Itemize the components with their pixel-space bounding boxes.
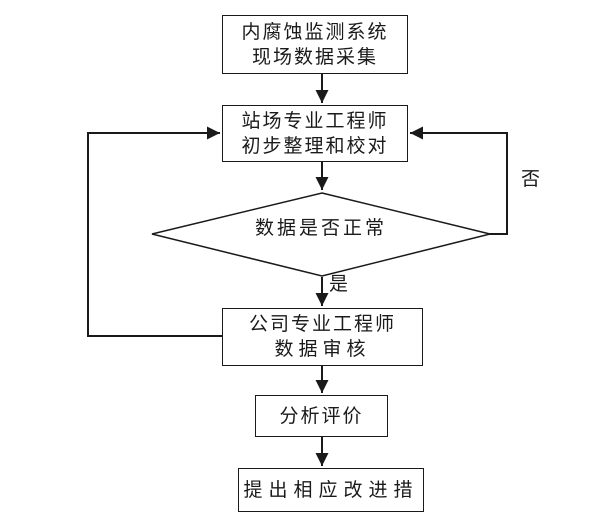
node-text-line: 站场专业工程师 (241, 110, 389, 132)
node-analysis-evaluation: 分析评价 (255, 395, 388, 437)
node-field-data-collection: 内腐蚀监测系统 现场数据采集 (222, 15, 408, 74)
edge-label-yes: 是 (329, 274, 349, 295)
node-company-engineer-audit: 公司专业工程师 数据审核 (222, 308, 423, 366)
node-text-line: 初步整理和校对 (241, 135, 389, 157)
node-improvement-measures: 提出相应改进措 (238, 468, 424, 512)
node-text-line: 现场数据采集 (251, 46, 378, 68)
node-text-line: 提出相应改进措 (243, 479, 419, 501)
node-text-line: 分析评价 (279, 405, 364, 427)
node-text-line: 内腐蚀监测系统 (241, 21, 389, 43)
edge-decision-no-to-station (410, 126, 508, 235)
node-station-engineer-review: 站场专业工程师 初步整理和校对 (222, 105, 408, 162)
node-text-line: 公司专业工程师 (248, 314, 396, 335)
decision-diamond-shape (151, 192, 491, 277)
node-text-line: 数据审核 (274, 339, 371, 360)
edge-company-to-station-feedback (87, 126, 222, 337)
node-data-normal-decision-label: 数据是否正常 (254, 218, 387, 239)
edge-label-no: 否 (521, 169, 541, 190)
